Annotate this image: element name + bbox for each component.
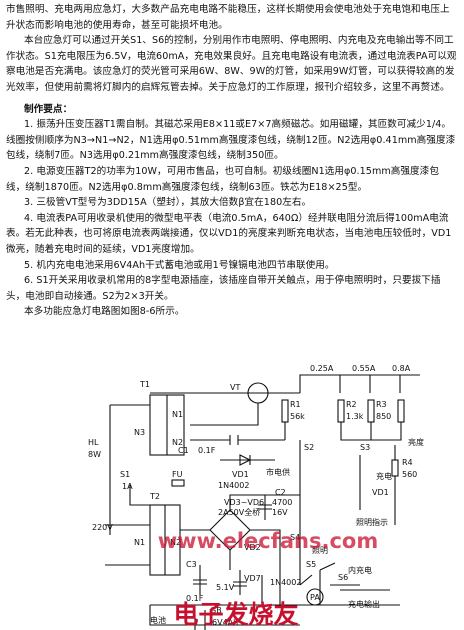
s2-label: S2 (304, 443, 314, 452)
bridge-label: VD3~VD6 (224, 498, 264, 507)
c1-value-label: 0.1F (198, 446, 216, 455)
fuse-label: FU (172, 470, 183, 479)
list-item: 3. 三极管VT型号为3DD15A（塑封），其放大倍数β宜在180左右。 (24, 197, 312, 209)
mains-voltage-label: 220V (92, 523, 113, 532)
t1-n2-label: N2 (172, 438, 183, 447)
tap-055-label: 0.55A (352, 364, 376, 373)
battery-caption: 电池 (150, 615, 166, 625)
brightness-label: 亮度 (408, 437, 424, 447)
section-heading: 制作要点： (24, 103, 73, 115)
vd2-label: VD2 (244, 543, 261, 552)
list-item: 2. 电源变压器T2的功率为10W，可用市售品，也可自制。初级线圈N1选用φ0.… (6, 165, 439, 193)
t2-n2-label: N2 (170, 538, 181, 547)
t1-n3-label: N3 (134, 428, 145, 437)
tap-025-label: 0.25A (310, 364, 334, 373)
mains-label: 市电供 (266, 467, 290, 477)
lighting-label: 照明 (312, 546, 328, 555)
t2-label: T2 (149, 492, 160, 501)
c2-label: C2 (275, 488, 286, 497)
c1-label: C1 (178, 446, 189, 455)
r1-label: R1 (290, 400, 301, 409)
r2-value-label: 1.3k (346, 412, 364, 421)
t1-n1-label: N1 (172, 410, 183, 419)
lamp-power-label: 8W (88, 450, 101, 459)
charge-output-label: 充电输出 (348, 599, 380, 609)
zener-label: VD7 (244, 574, 261, 583)
battery-spec-label: 6V4Ah (212, 618, 238, 627)
watermark-footer: 电子发烧友 (173, 600, 298, 629)
vd-indicator-label: VD1 (372, 488, 389, 497)
battery-label: GB (210, 606, 222, 615)
c3-value-label: 0.1F (186, 594, 204, 603)
r4-value-label: 560 (402, 470, 417, 479)
bridge-model-label: 2A50V全桥 (218, 507, 260, 517)
r3-value-label: 850 (376, 412, 391, 421)
t2-n1-label: N1 (134, 538, 145, 547)
s1-rating-label: 1A (122, 482, 133, 491)
article-text: 市售照明、充电两用应急灯，大多数产品充电电路不能稳压，这样长期使用会使电池处于充… (6, 2, 458, 320)
s5-label: S5 (306, 560, 316, 569)
intro-paragraph: 市售照明、充电两用应急灯，大多数产品充电电路不能稳压，这样长期使用会使电池处于充… (6, 4, 450, 31)
charge-switch-label: 充电 (376, 471, 392, 481)
c2-voltage-label: 16V (272, 508, 288, 517)
circuit-diagram: HL 8W VT T1 N1 N2 N3 C1 0.1F VD1 1N4002 … (88, 364, 424, 630)
indicator-label: 照明指示 (356, 517, 388, 527)
bottom-diode-label: 1N4002 (270, 578, 301, 587)
internal-charge-label: 内充电 (348, 565, 372, 575)
t1-label: T1 (139, 380, 150, 389)
s6-label: S6 (338, 573, 348, 582)
tap-08-label: 0.8A (392, 364, 411, 373)
r4-label: R4 (402, 458, 413, 467)
list-item: 6. S1开关采用收录机常用的8字型电源插座，该插座自带开关触点，用于停电照明时… (6, 275, 441, 302)
lamp-label: HL (88, 438, 99, 447)
closing-paragraph: 本多功能应急灯电路图如图8-6所示。 (24, 306, 185, 318)
description-paragraph: 本台应急灯可以通过开关S1、S6的控制，分别用作市电照明、停电照明、内充电及充电… (6, 35, 457, 93)
list-item: 5. 机内充电电池采用6V4Ah干式蓄电池或用1号镍镉电池四节串联使用。 (24, 259, 335, 271)
s3-label: S3 (360, 443, 370, 452)
zener-voltage-label: 5.1V (216, 583, 235, 592)
watermark-overlay: www.elecfans.com (158, 529, 378, 553)
list-item: 1. 振荡升压变压器T1需自制。其磁芯采用E8×11或E7×7高频磁芯。如用磁罐… (6, 119, 456, 162)
s1-label: S1 (120, 470, 130, 479)
meter-label: PA (310, 593, 320, 602)
s4-label: S4 (290, 533, 300, 542)
r3-label: R3 (376, 400, 387, 409)
c2-value-label: 4700 (272, 498, 292, 507)
vd1-label: VD1 (232, 470, 249, 479)
r2-label: R2 (346, 400, 357, 409)
r1-value-label: 56k (290, 412, 305, 421)
c3-label: C3 (186, 560, 197, 569)
transistor-label: VT (230, 383, 240, 392)
vd1-model-label: 1N4002 (218, 481, 249, 490)
list-item: 4. 电流表PA可用收录机使用的微型电平表（电流0.5mA，640Ω）经并联电阻… (6, 212, 452, 255)
